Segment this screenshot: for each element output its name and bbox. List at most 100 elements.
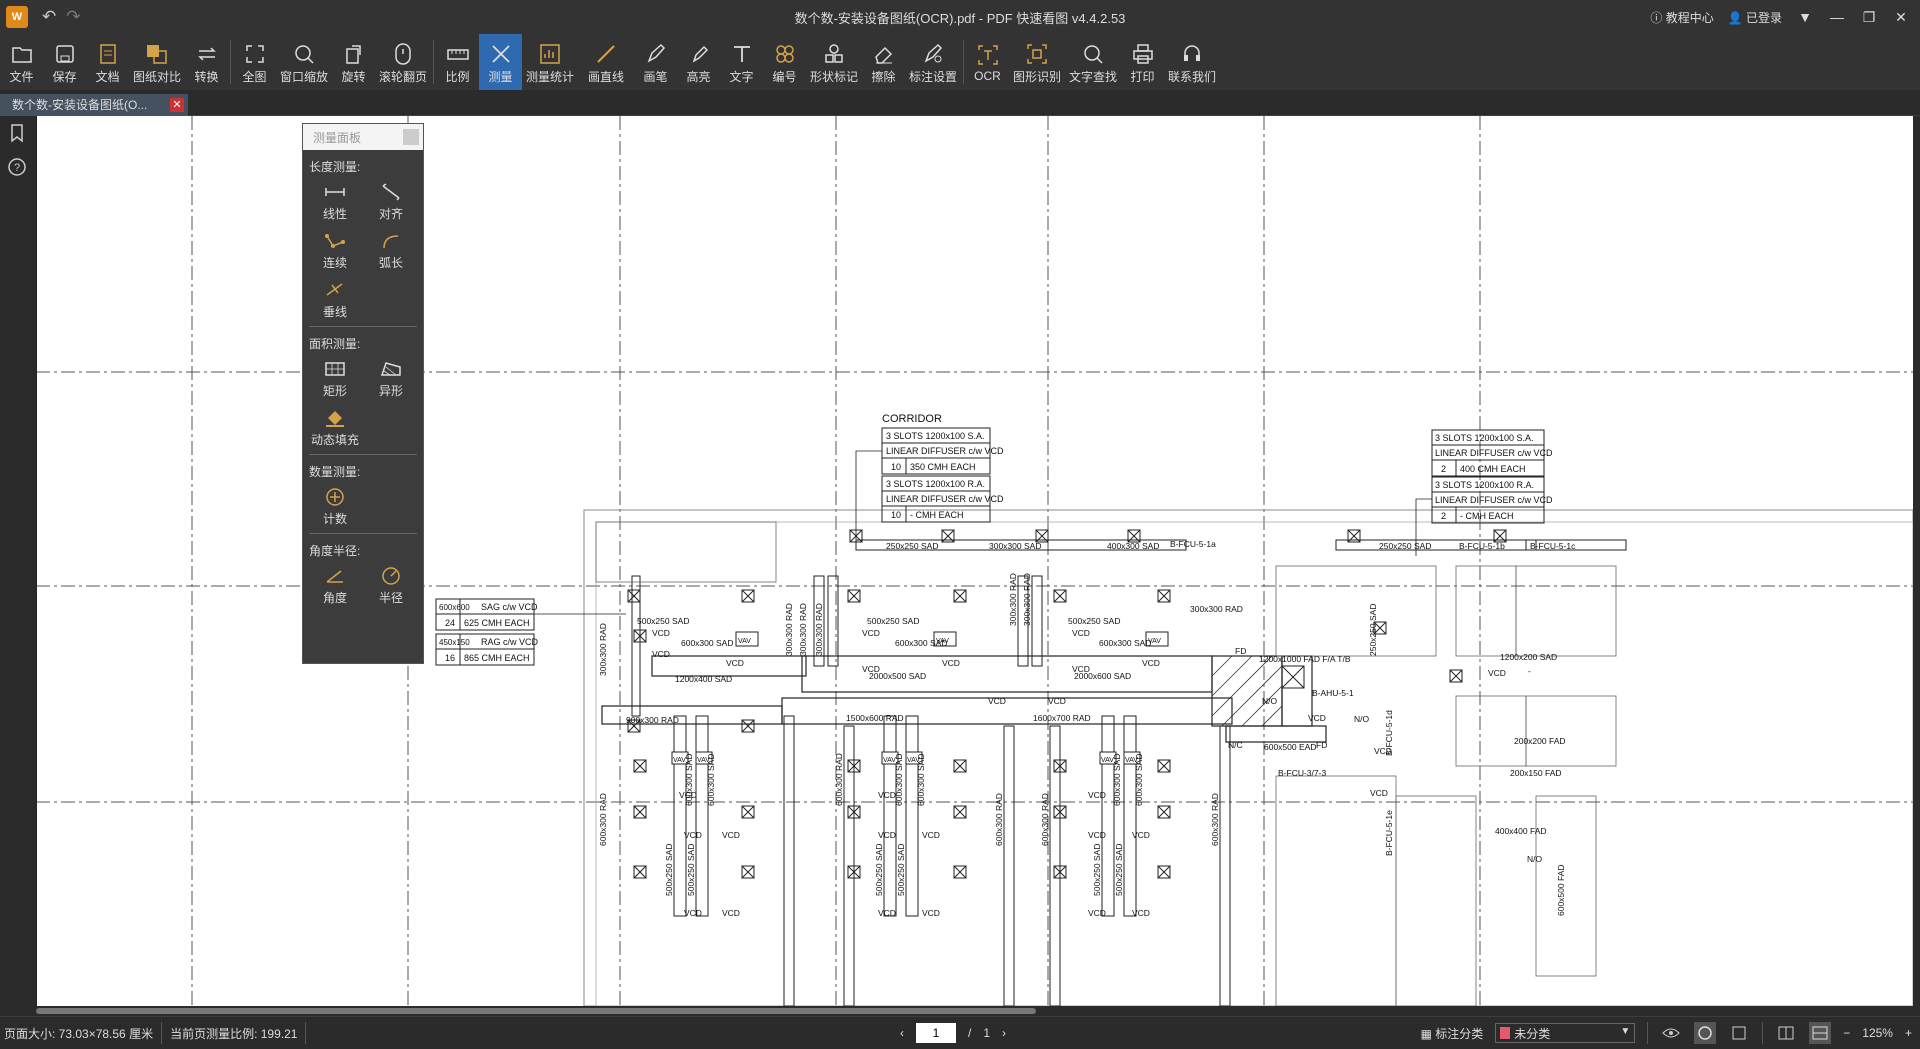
single-page-icon[interactable] xyxy=(1775,1022,1797,1044)
svg-text:300x300 SAD: 300x300 SAD xyxy=(989,541,1041,551)
close-tab-icon[interactable]: ✕ xyxy=(170,98,184,112)
erase-button[interactable]: 擦除 xyxy=(862,34,905,90)
fit-all-button[interactable]: 全图 xyxy=(233,34,276,90)
ocr-button[interactable]: OCR xyxy=(966,34,1009,90)
minimize-icon[interactable]: — xyxy=(1830,9,1844,25)
undo-icon[interactable]: ↶ xyxy=(42,7,57,26)
angle-button[interactable]: 角度 xyxy=(307,563,363,606)
measure-panel-header[interactable]: 测量面板 xyxy=(303,124,423,150)
eye-icon[interactable] xyxy=(1660,1022,1682,1044)
bookmark-icon[interactable] xyxy=(0,116,34,150)
duct-size-label: 600x300 SAD xyxy=(1134,754,1144,806)
horizontal-scrollbar[interactable] xyxy=(36,1006,1913,1016)
duct-size-label: 500x250 SAD xyxy=(664,844,674,896)
prev-page-icon[interactable]: ‹ xyxy=(900,1026,904,1040)
measure-button[interactable]: 测量 xyxy=(479,34,522,90)
linear-icon xyxy=(324,179,346,205)
vcd-label: VCD xyxy=(652,628,670,638)
window-zoom-button[interactable]: 窗口缩放 xyxy=(276,34,332,90)
pen-button[interactable]: 画笔 xyxy=(634,34,677,90)
dynamic-fill-button[interactable]: 动态填充 xyxy=(307,405,363,448)
zoom-in-icon[interactable]: + xyxy=(1904,1026,1912,1040)
duct-size-label: 600x300 RAD xyxy=(834,753,844,806)
vcd-label: VCD xyxy=(862,664,880,674)
save-button[interactable]: 保存 xyxy=(43,34,86,90)
diffuser-mark xyxy=(1053,759,1067,773)
annotation-category-button[interactable]: ▦ 标注分类 xyxy=(1420,1026,1484,1041)
draw-line-button[interactable]: 画直线 xyxy=(578,34,634,90)
rectangle-area-button[interactable]: 矩形 xyxy=(307,356,363,399)
annotation-settings-button[interactable]: 标注设置 xyxy=(905,34,961,90)
duct-size-label: 300x300 RAD xyxy=(798,603,808,656)
select-tool-icon[interactable] xyxy=(1728,1022,1750,1044)
diffuser-symbol xyxy=(1053,805,1067,819)
compare-label: 图纸对比 xyxy=(132,69,181,84)
tutorial-link[interactable]: ⓘ 教程中心 xyxy=(1650,10,1714,25)
box2-line1: 3 SLOTS 1200x100 R.A. xyxy=(886,479,985,489)
zoom-level[interactable]: 125% xyxy=(1862,1026,1893,1040)
page-number-input[interactable]: 1 xyxy=(916,1023,956,1043)
scroll-wheel-icon xyxy=(388,40,418,68)
diffuser-symbol xyxy=(953,865,967,879)
login-link[interactable]: 👤 已登录 xyxy=(1727,10,1782,25)
rotate-label: 旋转 xyxy=(341,69,366,84)
text-button[interactable]: 文字 xyxy=(720,34,763,90)
category-select[interactable]: 未分类 ▼ xyxy=(1495,1023,1636,1043)
panel-close-icon[interactable] xyxy=(403,129,419,145)
vcd-label: VCD xyxy=(726,658,744,668)
diffuser-mark xyxy=(953,589,967,603)
scroll-thumb[interactable] xyxy=(36,1008,1036,1014)
highlight-button[interactable]: 高亮 xyxy=(677,34,720,90)
menu-dropdown-icon[interactable]: ▼ xyxy=(1798,9,1812,25)
convert-button[interactable]: 转换 xyxy=(185,34,228,90)
measure-stats-button[interactable]: 测量统计 xyxy=(522,34,578,90)
continuous-page-icon[interactable] xyxy=(1809,1022,1832,1044)
rotate-button[interactable]: 旋转 xyxy=(332,34,375,90)
shape-recognition-button[interactable]: 图形识别 xyxy=(1009,34,1065,90)
shape-mark-label: 形状标记 xyxy=(809,69,858,84)
linear-label: 线性 xyxy=(322,207,347,221)
window-zoom-label: 窗口缩放 xyxy=(279,69,328,84)
perpendicular-label: 垂线 xyxy=(322,305,347,319)
text-search-button[interactable]: 文字查找 xyxy=(1065,34,1121,90)
count-plus-icon xyxy=(324,484,346,510)
vav-label: VAV xyxy=(907,757,920,764)
print-button[interactable]: 打印 xyxy=(1121,34,1164,90)
arc-measure-button[interactable]: 弧长 xyxy=(363,228,419,271)
linear-measure-button[interactable]: 线性 xyxy=(307,179,363,222)
radius-button[interactable]: 半径 xyxy=(363,563,419,606)
help-icon[interactable]: ? xyxy=(0,150,34,184)
irregular-area-button[interactable]: 异形 xyxy=(363,356,419,399)
aligned-measure-button[interactable]: 对齐 xyxy=(363,179,419,222)
restore-icon[interactable]: ❐ xyxy=(1862,8,1876,25)
perpendicular-measure-button[interactable]: 垂线 xyxy=(307,277,363,320)
printer-icon xyxy=(1128,40,1158,68)
contact-us-button[interactable]: 联系我们 xyxy=(1164,34,1220,90)
compare-button[interactable]: 图纸对比 xyxy=(129,34,185,90)
diffuser-mark xyxy=(1347,529,1361,543)
next-page-icon[interactable]: › xyxy=(1002,1026,1007,1040)
box1-line2: LINEAR DIFFUSER c/w VCD xyxy=(886,446,1004,456)
document-button[interactable]: 文档 xyxy=(86,34,129,90)
hand-tool-icon[interactable] xyxy=(1694,1022,1717,1044)
shape-mark-button[interactable]: 形状标记 xyxy=(806,34,862,90)
scroll-page-button[interactable]: 滚轮翻页 xyxy=(375,34,431,90)
scale-button[interactable]: 比例 xyxy=(436,34,479,90)
rectangle-area-icon xyxy=(324,356,346,382)
zoom-out-icon[interactable]: − xyxy=(1843,1026,1851,1040)
diffuser-mark xyxy=(1053,865,1067,879)
vertical-scrollbar[interactable] xyxy=(1913,116,1920,1006)
svg-text:B-FCU-5-1a: B-FCU-5-1a xyxy=(1170,539,1216,549)
angle-icon xyxy=(324,563,346,589)
file-button[interactable]: 文件 xyxy=(0,34,43,90)
document-tab[interactable]: 数个数-安装设备图纸(O... ✕ xyxy=(0,94,188,116)
count-button[interactable]: 计数 xyxy=(307,484,363,527)
continuous-measure-button[interactable]: 连续 xyxy=(307,228,363,271)
close-icon[interactable]: ✕ xyxy=(1895,8,1907,25)
numbering-button[interactable]: 编号 xyxy=(763,34,806,90)
svg-text:600x300 SAD: 600x300 SAD xyxy=(681,638,733,648)
diffuser-mark xyxy=(1493,529,1507,543)
redo-icon[interactable]: ↷ xyxy=(66,7,81,26)
diffuser-mark xyxy=(1157,865,1171,879)
svg-text:1200x200 SAD: 1200x200 SAD xyxy=(1500,652,1557,662)
